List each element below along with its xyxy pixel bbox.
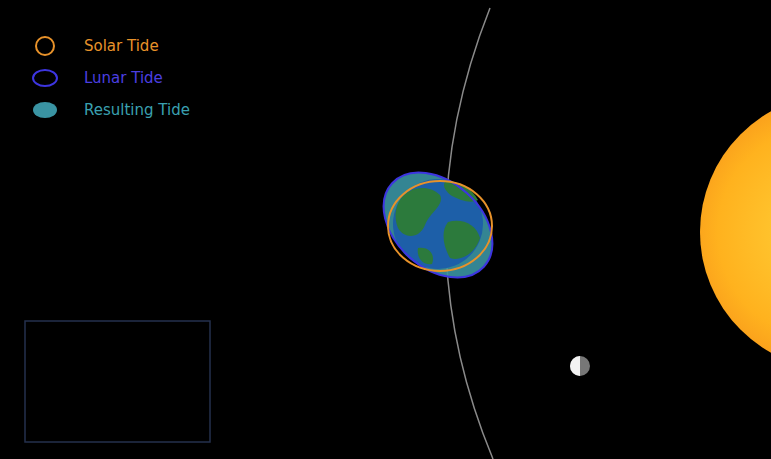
legend-text: Lunar Tide (84, 69, 163, 87)
legend-row: Solar Tide (28, 34, 159, 58)
lunar-tide (363, 152, 513, 299)
legend-swatch-shape (33, 70, 57, 86)
legend-swatch (28, 98, 64, 122)
legend-row: Lunar Tide (28, 66, 163, 90)
legend-swatch-fill (33, 102, 57, 118)
legend-text: Resulting Tide (84, 101, 190, 119)
resulting-tide (363, 152, 513, 299)
legend-text: Solar Tide (84, 37, 159, 55)
legend-row: Resulting Tide (28, 98, 190, 122)
legend-swatch-shape (36, 37, 54, 55)
sun (700, 94, 771, 370)
moon (570, 356, 590, 376)
inset-frame (25, 321, 210, 442)
solar-tide (388, 181, 492, 271)
legend-swatch (28, 66, 64, 90)
legend-swatch (28, 34, 64, 58)
